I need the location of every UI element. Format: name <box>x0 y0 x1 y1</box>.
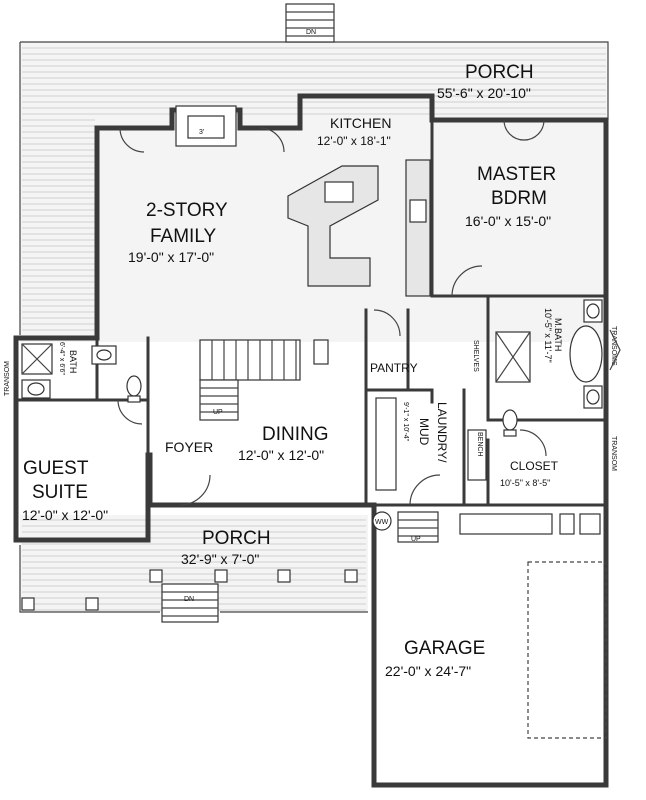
guest-suite-dims: 12'-0" x 12'-0" <box>22 507 108 523</box>
stairs-up-label: UP <box>213 409 223 416</box>
water-heater: WW <box>372 511 392 531</box>
closet-dims: 10'-5" x 8'-5" <box>500 478 550 488</box>
guest-bath-dims: 6'-4" x 6'6" <box>58 342 65 375</box>
laundry-fixtures <box>375 397 487 491</box>
garage-label: GARAGE <box>404 638 485 659</box>
kitchen-label: KITCHEN <box>330 115 391 131</box>
transoms-right-label: TRANSOMS <box>610 326 617 366</box>
guest-suite-label-2: SUITE <box>32 482 88 503</box>
porch-posts <box>21 569 358 611</box>
garage-door <box>527 561 607 739</box>
doors <box>117 119 547 506</box>
fireplace-width-label: 3' <box>199 129 204 136</box>
guest-bath-label: BATH <box>68 350 78 373</box>
garage-steps-up-label: UP <box>411 536 421 543</box>
front-steps: DN <box>161 583 219 623</box>
dining-label: DINING <box>262 424 329 445</box>
family-label-2: FAMILY <box>150 226 216 247</box>
transom-arrow <box>609 329 621 371</box>
back-porch-railing <box>20 41 609 120</box>
master-label-1: MASTER <box>477 164 556 185</box>
kitchen-dims: 12'-0" x 18'-1" <box>317 134 391 148</box>
kitchen-island <box>287 165 379 287</box>
staircase <box>199 339 301 421</box>
steps-dn-label: DN <box>306 29 316 36</box>
dining-dims: 12'-0" x 12'-0" <box>238 447 324 463</box>
mbath-dims: 10'-5" x 11'-7" <box>543 308 553 363</box>
laundry-dims: 9'-1" x 10'-4" <box>402 402 409 442</box>
front-steps-dn-label: DN <box>184 596 194 603</box>
master-dims: 16'-0" x 15'-0" <box>465 213 551 229</box>
interior-walls <box>14 118 608 542</box>
transom-right-label: TRANSOM <box>610 436 617 471</box>
garage-bench <box>459 513 601 535</box>
laundry-label-1: LAUNDRY/ <box>435 402 449 463</box>
front-porch-label: PORCH <box>202 528 271 549</box>
laundry-label-2: MUD <box>417 418 431 446</box>
bench-label: BENCH <box>476 432 483 457</box>
shelves-label: SHELVES <box>472 340 479 372</box>
porch-hatching <box>22 47 606 611</box>
garage-steps: UP <box>397 511 439 543</box>
transom-left-label: TRANSOM <box>4 361 11 396</box>
prep-sink <box>313 339 329 365</box>
family-label-1: 2-STORY <box>146 200 228 221</box>
master-label-2: BDRM <box>491 188 547 209</box>
foyer-label: FOYER <box>165 439 213 455</box>
closet-label: CLOSET <box>510 459 559 473</box>
pantry-label: PANTRY <box>370 361 418 375</box>
back-porch-dims: 55'-6" x 20'-10" <box>437 85 531 101</box>
garage-dims: 22'-0" x 24'-7" <box>385 663 471 679</box>
kitchen-counter-right <box>405 159 431 297</box>
top-steps: DN <box>285 3 335 43</box>
front-porch-railing-left <box>19 545 160 613</box>
water-heater-label: WW <box>375 519 389 526</box>
master-bath-fixtures <box>495 299 603 437</box>
guest-suite-label-1: GUEST <box>23 458 89 479</box>
guest-bath-fixtures <box>21 343 142 403</box>
fireplace: 3' <box>175 105 237 147</box>
back-porch-label: PORCH <box>465 62 534 83</box>
mbath-label: M.BATH <box>553 318 563 351</box>
family-dims: 19'-0" x 17'-0" <box>128 249 214 265</box>
front-porch-dims: 32'-9" x 7'-0" <box>181 551 259 567</box>
